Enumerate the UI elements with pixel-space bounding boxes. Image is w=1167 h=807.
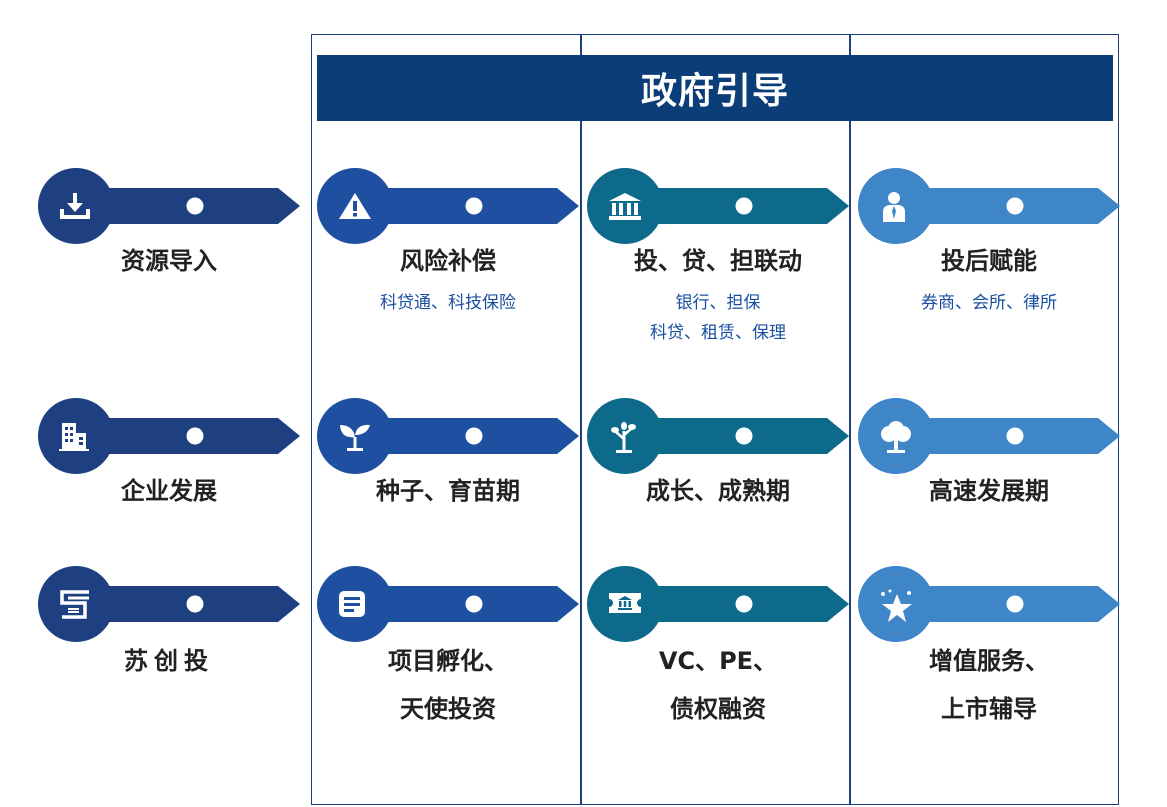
suchuang-logo-icon [58, 589, 98, 619]
stage-label: 种子、育苗期 [376, 477, 520, 505]
bank-icon [607, 191, 647, 221]
download-icon [58, 191, 98, 221]
document-icon [337, 589, 377, 619]
stage-label: 成长、成熟期 [646, 477, 790, 505]
stage-label: 增值服务、 [929, 647, 1049, 675]
stage-label: 苏创投 [124, 647, 214, 675]
stage-arrow [858, 398, 1120, 474]
sprout-icon [337, 421, 377, 451]
government-guidance-panel [311, 34, 1119, 805]
stage-label: 天使投资 [400, 695, 496, 723]
partner-subtext: 券商、会所、律所 [921, 293, 1057, 313]
stage-arrow [317, 398, 579, 474]
stage-label: 债权融资 [670, 695, 766, 723]
column-divider [849, 34, 851, 805]
stage-arrow [587, 566, 849, 642]
stage-arrow [587, 398, 849, 474]
stage-arrow [38, 168, 300, 244]
stage-label: 企业发展 [121, 477, 217, 505]
stage-arrow [38, 566, 300, 642]
banner-title: 政府引导 [317, 55, 1113, 121]
column-divider [580, 34, 582, 805]
ticket-icon [607, 589, 647, 619]
stage-label: VC、PE、 [658, 647, 778, 675]
stage-arrow [317, 566, 579, 642]
stage-arrow [38, 398, 300, 474]
stage-label: 项目孵化、 [388, 647, 508, 675]
businessman-icon [878, 191, 918, 222]
sapling-icon [607, 421, 647, 453]
stage-label: 投后赋能 [941, 247, 1037, 275]
stage-label: 风险补偿 [400, 247, 496, 275]
stage-arrow [317, 168, 579, 244]
stage-label: 投、贷、担联动 [634, 247, 802, 275]
partner-subtext: 银行、担保 [675, 293, 761, 313]
stage-arrow [587, 168, 849, 244]
star-icon [878, 589, 918, 622]
stage-arrow [858, 168, 1120, 244]
stage-label: 资源导入 [121, 247, 217, 275]
stage-arrow [858, 566, 1120, 642]
warning-icon [337, 191, 377, 221]
stage-label: 上市辅导 [941, 695, 1037, 723]
partner-subtext: 科贷通、科技保险 [380, 293, 516, 313]
building-icon [58, 421, 98, 451]
partner-subtext: 科贷、租赁、保理 [650, 323, 786, 343]
stage-label: 高速发展期 [929, 477, 1049, 505]
tree-icon [878, 421, 918, 453]
